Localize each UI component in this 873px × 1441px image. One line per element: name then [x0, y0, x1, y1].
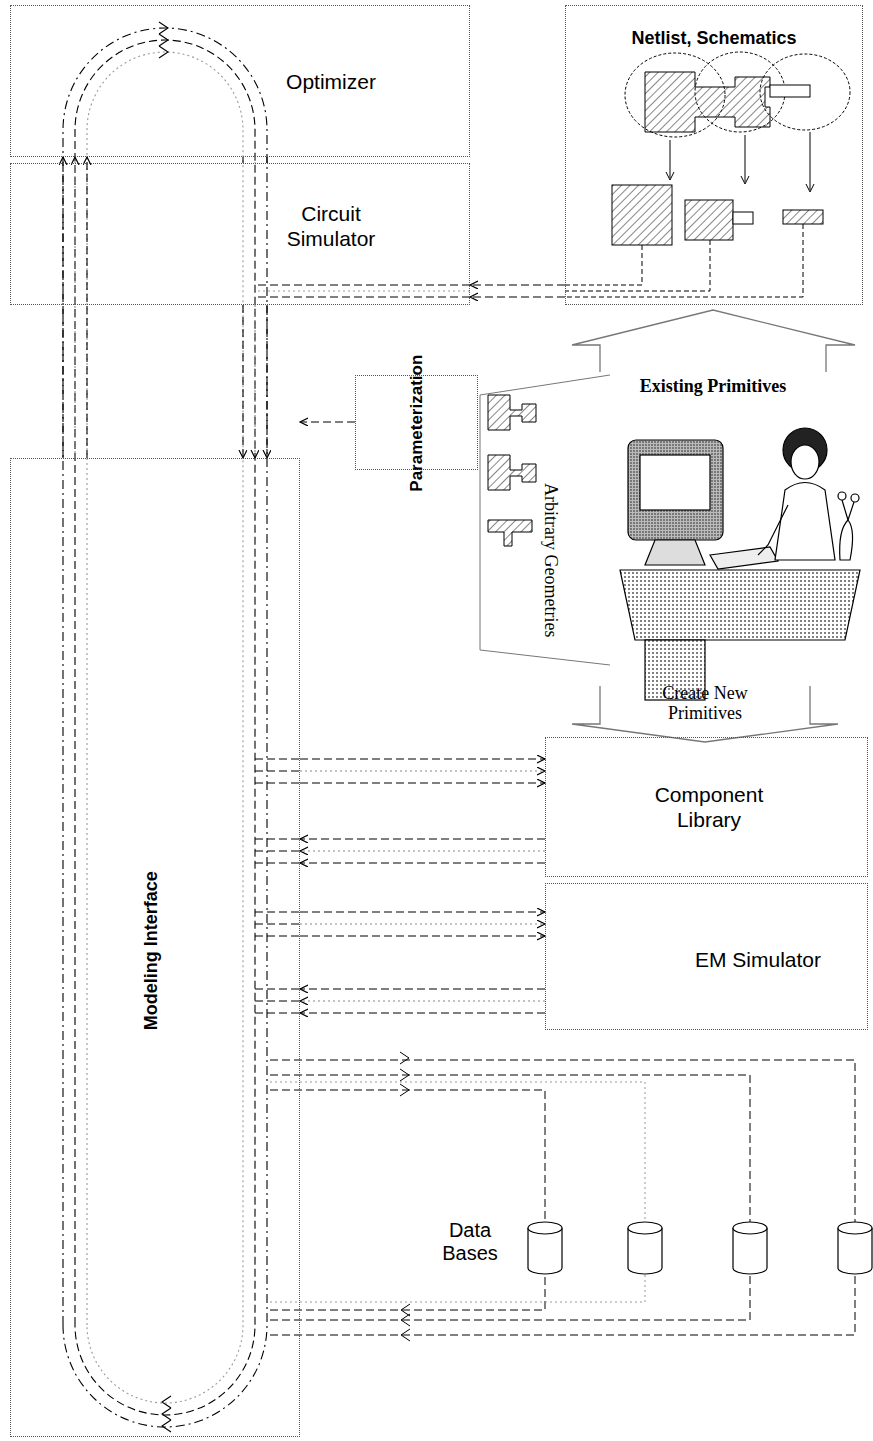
flow-connector: [470, 285, 565, 297]
flow-connector: [300, 422, 355, 423]
connector-line: [300, 935, 545, 936]
component-library-box: Component Library: [545, 737, 868, 877]
connector-line: [300, 758, 545, 759]
connector-line: [300, 850, 545, 851]
netlist-box: Netlist, Schematics: [565, 5, 863, 305]
connector-line: [62, 157, 63, 458]
connector-line: [300, 988, 545, 989]
flow-connector: [243, 305, 267, 458]
connector-line: [300, 770, 545, 771]
em-simulator-box: EM Simulator: [545, 883, 868, 1030]
create-primitives-label: Create New Primitives: [630, 683, 780, 724]
branch-lines: [255, 759, 300, 1013]
existing-primitives-label: Existing Primitives: [583, 376, 843, 397]
arbitrary-geometries-label: Arbitrary Geometries: [540, 483, 561, 637]
primitive-arrows: [572, 310, 855, 742]
connector-line: [300, 421, 355, 422]
database-links: [270, 1052, 855, 1341]
simulator-box: Circuit Simulator: [10, 163, 470, 305]
connector-line: [74, 157, 75, 458]
data-bases-label: Data Bases: [430, 1219, 510, 1265]
node-text: Component Library: [629, 782, 789, 832]
connector-line: [300, 862, 545, 863]
flow-connector: [300, 839, 545, 863]
node-text: EM Simulator: [658, 947, 858, 972]
connector-line: [86, 157, 87, 458]
feedback-loop: [63, 22, 267, 1432]
connector-line: [300, 1012, 545, 1013]
schematic-illustration: [565, 52, 850, 297]
flow-connector: [300, 989, 545, 1013]
connector-line: [254, 305, 255, 458]
node-text: Modeling Interface: [140, 871, 162, 1030]
database-cylinders: [528, 1222, 872, 1274]
connector-line: [470, 296, 565, 297]
node-text: Circuit Simulator: [256, 201, 406, 251]
optimizer-box: Optimizer: [10, 5, 470, 157]
connector-line: [266, 305, 267, 458]
parameterization-box: Parameterization: [355, 375, 478, 470]
connector-line: [300, 1000, 545, 1001]
netlist-feed: [255, 285, 470, 297]
connector-line: [300, 923, 545, 924]
connector-line: [300, 782, 545, 783]
node-text: Optimizer: [231, 69, 431, 94]
node-text: Parameterization: [407, 355, 427, 492]
flow-connector: [300, 759, 545, 783]
connector-line: [242, 305, 243, 458]
connector-line: [470, 284, 565, 285]
flow-connector: [63, 157, 87, 458]
connector-line: [300, 911, 545, 912]
designer-illustration: [620, 428, 860, 700]
connector-line: [300, 838, 545, 839]
flow-connector: [300, 912, 545, 936]
geometry-shapes: [480, 375, 610, 665]
modeling-interface-box: Modeling Interface: [10, 458, 300, 1437]
node-text: Netlist, Schematics: [574, 28, 854, 50]
